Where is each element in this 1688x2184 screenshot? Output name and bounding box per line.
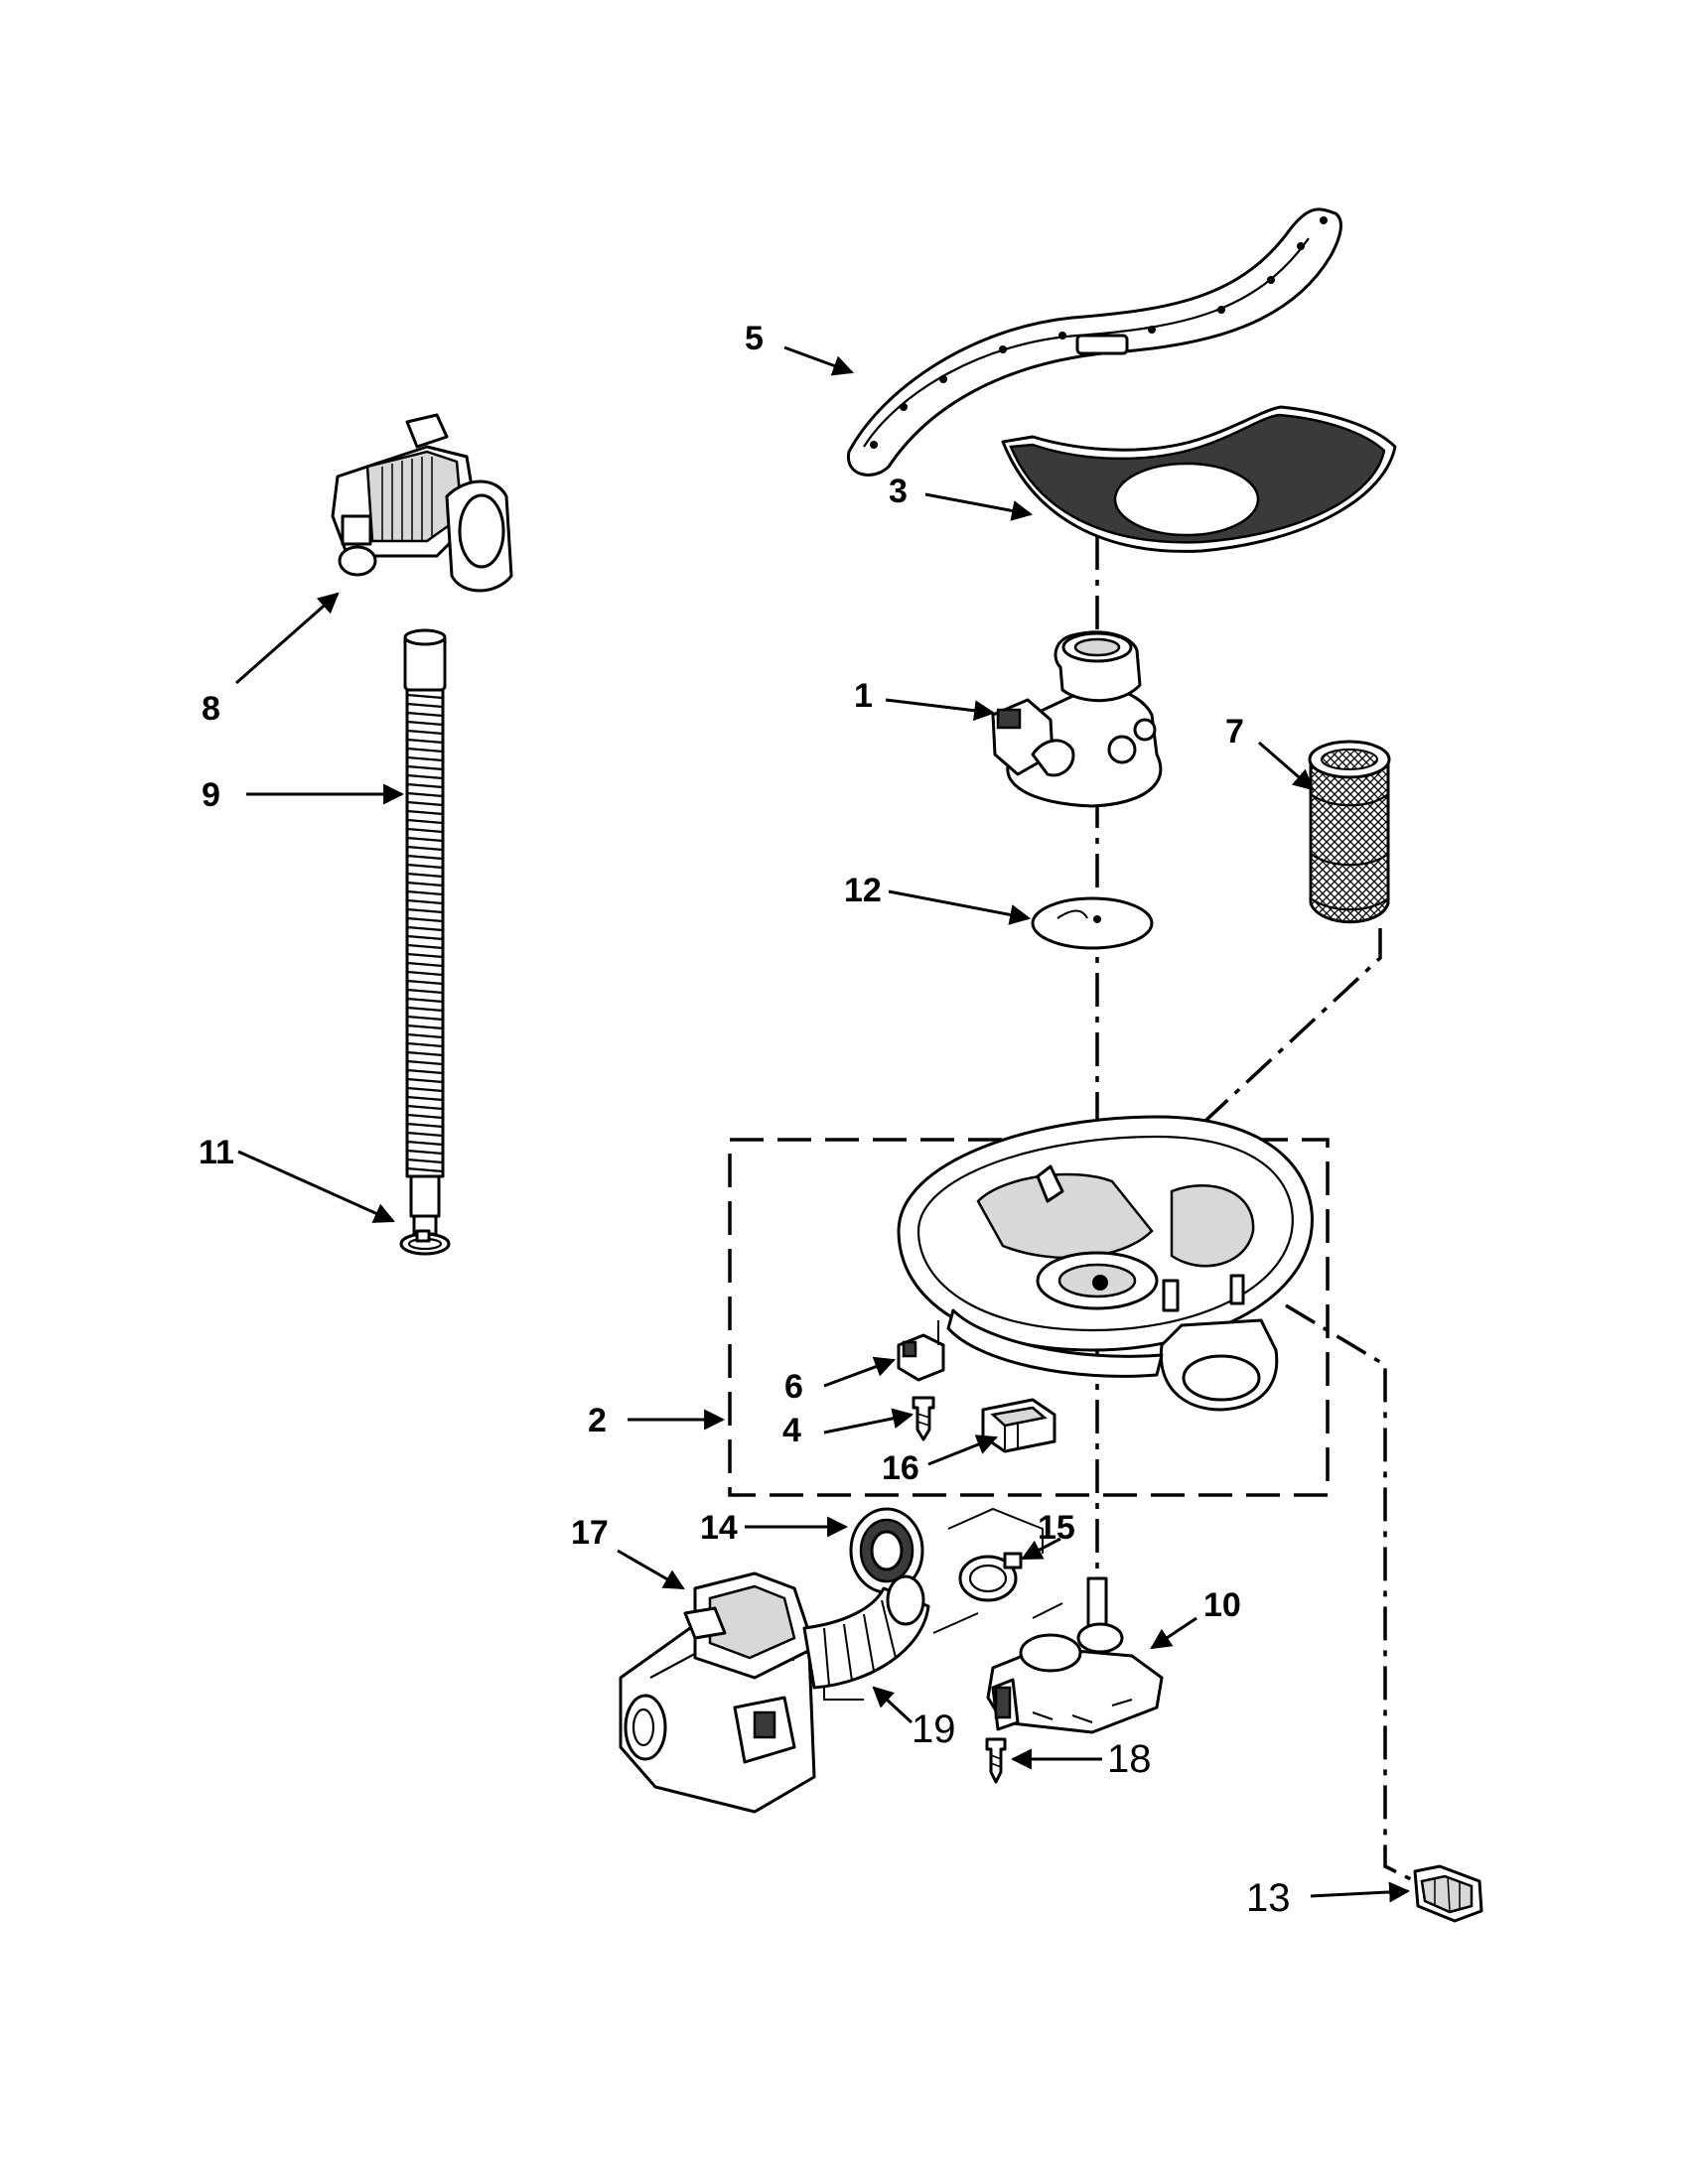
callout-labels: 1 2 3 4 5 6 7 8 9 10 11 12 13 14 15 16 1… (199, 320, 1291, 1920)
callout-10: 10 (1203, 1586, 1241, 1624)
leader-arrows (235, 345, 1411, 1903)
callout-13: 13 (1246, 1876, 1291, 1920)
sensor-part-13 (1413, 1864, 1483, 1923)
callout-6: 6 (784, 1368, 803, 1406)
callout-18: 18 (1107, 1737, 1152, 1781)
callout-8: 8 (202, 690, 220, 728)
callout-5: 5 (745, 320, 764, 357)
callout-17: 17 (571, 1514, 609, 1552)
connector-part-16 (981, 1398, 1056, 1453)
diverter-housing-part-1 (991, 630, 1163, 808)
filter-cover-part-3 (1001, 405, 1397, 553)
callout-16: 16 (882, 1449, 919, 1487)
screw-part-18 (985, 1737, 1007, 1784)
sump-assembly-part-2 (897, 1115, 1314, 1412)
callout-9: 9 (202, 776, 220, 814)
circulation-pump-part-17 (619, 1571, 816, 1814)
clip-part-6 (897, 1320, 945, 1382)
callout-14: 14 (700, 1509, 738, 1547)
callout-1: 1 (854, 677, 873, 715)
spray-arm-part-5 (847, 207, 1342, 477)
mesh-filter-part-7 (1308, 740, 1391, 924)
hose-clamp-part-11 (399, 1229, 451, 1256)
callout-7: 7 (1225, 713, 1244, 751)
callout-12: 12 (844, 872, 882, 909)
callout-15: 15 (1038, 1509, 1075, 1547)
screw-part-4 (912, 1396, 935, 1441)
callout-3: 3 (889, 473, 908, 510)
disc-part-12 (1031, 896, 1154, 950)
drain-hose-part-9 (403, 628, 447, 1236)
callout-4: 4 (782, 1412, 801, 1449)
elbow-hose-part-19 (802, 1574, 1063, 1701)
seal-ring-part-14 (849, 1507, 924, 1594)
callout-11: 11 (199, 1134, 234, 1171)
callout-2: 2 (588, 1402, 607, 1439)
drain-pump-part-8 (331, 413, 513, 593)
callout-19: 19 (912, 1707, 956, 1751)
diverter-motor-part-10 (986, 1576, 1164, 1734)
